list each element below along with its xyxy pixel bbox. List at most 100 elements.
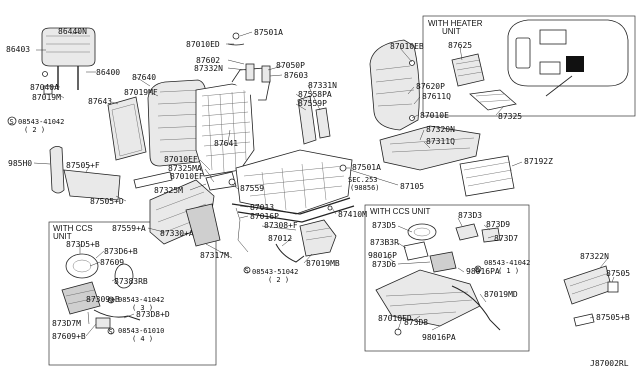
label-87331N: 87331N <box>308 81 337 90</box>
vehicle-seat-fl <box>539 29 567 45</box>
label-sec253: SEC.253 <box>348 176 378 184</box>
cushion-frame-ribs <box>261 161 327 211</box>
clip-87010EB <box>409 60 415 66</box>
label-873D7M: 873D7M <box>52 319 81 328</box>
label-87625: 87625 <box>448 41 472 50</box>
label-08543-61010: 08543-61010 <box>118 327 164 335</box>
back-cushion-seams <box>157 89 205 153</box>
label-873D6B: 873D6+B <box>104 247 138 256</box>
fan-873D5 <box>407 223 437 241</box>
bracket-87325M <box>205 171 237 191</box>
guide-87050P <box>261 65 271 83</box>
label-873D3: 873D3 <box>458 211 482 220</box>
label-87317M: 87317M <box>200 251 229 260</box>
label-08543-41042-c: 08543-41042 <box>118 296 164 304</box>
back-pad-seams <box>375 65 415 107</box>
label-86440N: 86440N <box>58 27 87 36</box>
label-87320N: 87320N <box>426 125 455 134</box>
blower-lines <box>65 289 97 305</box>
label-87559: 87559 <box>240 184 264 193</box>
screw-symbol-a <box>7 116 17 126</box>
vehicle-windshield <box>515 37 531 69</box>
cushion-frame-springs <box>243 165 345 197</box>
screw-s-mark-e: S <box>109 328 113 336</box>
trim-87505 <box>63 169 121 201</box>
label-qty-2-b: ( 2 ) <box>268 276 289 284</box>
label-87505: 87505 <box>606 269 630 278</box>
catalog-id: J87002RL <box>590 359 629 368</box>
headrest-bracket <box>43 85 53 95</box>
label-98016PA-a: 98016PA <box>466 267 500 276</box>
heater-lines <box>455 59 483 77</box>
part-87505 <box>607 281 619 293</box>
clip-87559 <box>228 178 236 186</box>
ccs-unit-left-box <box>48 221 217 366</box>
seat-track-left <box>231 197 351 215</box>
screw-symbol-c <box>474 265 482 273</box>
blower-873D6 <box>429 251 457 273</box>
label-87016P: 87016P <box>250 212 279 221</box>
back-frame-springs <box>201 91 251 157</box>
label-08543-41042-a: 08543-41042 <box>18 118 64 126</box>
screw-s-mark-a: S <box>10 118 14 126</box>
label-87603: 87603 <box>284 71 308 80</box>
label-qty-4: ( 4 ) <box>132 335 153 343</box>
label-87013: 87013 <box>250 203 274 212</box>
duct-873D8D <box>95 317 111 329</box>
label-87325M: 87325M <box>154 186 183 195</box>
label-87559A: 87559+A <box>112 224 146 233</box>
seal-87383RB <box>114 263 134 289</box>
fan-873D5B <box>65 253 99 279</box>
label-87010EF-b: 87010EF <box>170 172 204 181</box>
label-87641: 87641 <box>214 139 238 148</box>
bracket-87331N <box>315 107 331 139</box>
label-87325: 87325 <box>498 112 522 121</box>
label-87505F: 87505+F <box>66 161 100 170</box>
seatback-panels <box>107 79 211 167</box>
label-sec253-ref: (98856) <box>350 184 380 192</box>
label-87105: 87105 <box>400 182 424 191</box>
vehicle-pointer <box>545 75 573 97</box>
label-87332N: 87332N <box>194 64 223 73</box>
label-98016P: 98016P <box>368 251 397 260</box>
label-87010E: 87010E <box>420 111 449 120</box>
label-qty-3: ( 3 ) <box>132 304 153 312</box>
label-87501A-b: 87501A <box>352 163 381 172</box>
label-86403: 86403 <box>6 45 30 54</box>
label-qty-1-a: ( 1 ) <box>498 267 519 275</box>
back-board-inner <box>111 103 143 157</box>
bolt-87501A <box>339 164 347 172</box>
label-87010ED-b: 87010ED <box>378 314 412 323</box>
label-87602: 87602 <box>196 56 220 65</box>
label-87019MB: 87019MB <box>306 259 340 268</box>
label-87192Z: 87192Z <box>524 157 553 166</box>
heater-unit-parts <box>451 19 629 111</box>
label-873B3R: 873B3R <box>370 238 399 247</box>
harness-parts <box>235 205 337 274</box>
label-87558PA: 87558PA <box>298 90 332 99</box>
headrest-clip <box>42 71 48 77</box>
ccs-left-box-title-1: WITH CCS <box>53 224 93 233</box>
headrest-seams <box>46 35 90 53</box>
label-87010EB: 87010EB <box>390 42 424 51</box>
back-pad-87620P <box>369 39 420 131</box>
harness-87012 <box>275 243 305 263</box>
cushion-seams <box>389 137 475 153</box>
ccs-unit-right-box <box>364 204 530 352</box>
back-frame-87641 <box>195 83 255 177</box>
label-87505D: 87505+D <box>90 197 124 206</box>
blower-873D7M <box>61 281 101 315</box>
label-86400: 86400 <box>96 68 120 77</box>
label-873D5: 873D5 <box>372 221 396 230</box>
screw-s-mark-d: S <box>109 297 113 305</box>
label-87611Q: 87611Q <box>422 92 451 101</box>
back-board-87643 <box>107 96 147 161</box>
headrest-shape <box>41 27 96 67</box>
screw-symbol-b <box>243 266 251 274</box>
back-frame-verticals <box>207 89 247 173</box>
vehicle-seat-highlight <box>566 56 584 72</box>
motor-lines <box>305 227 333 241</box>
heater-87625 <box>451 53 485 87</box>
vehicle-seat-rl <box>539 61 561 75</box>
screw-symbol-e <box>107 327 115 335</box>
